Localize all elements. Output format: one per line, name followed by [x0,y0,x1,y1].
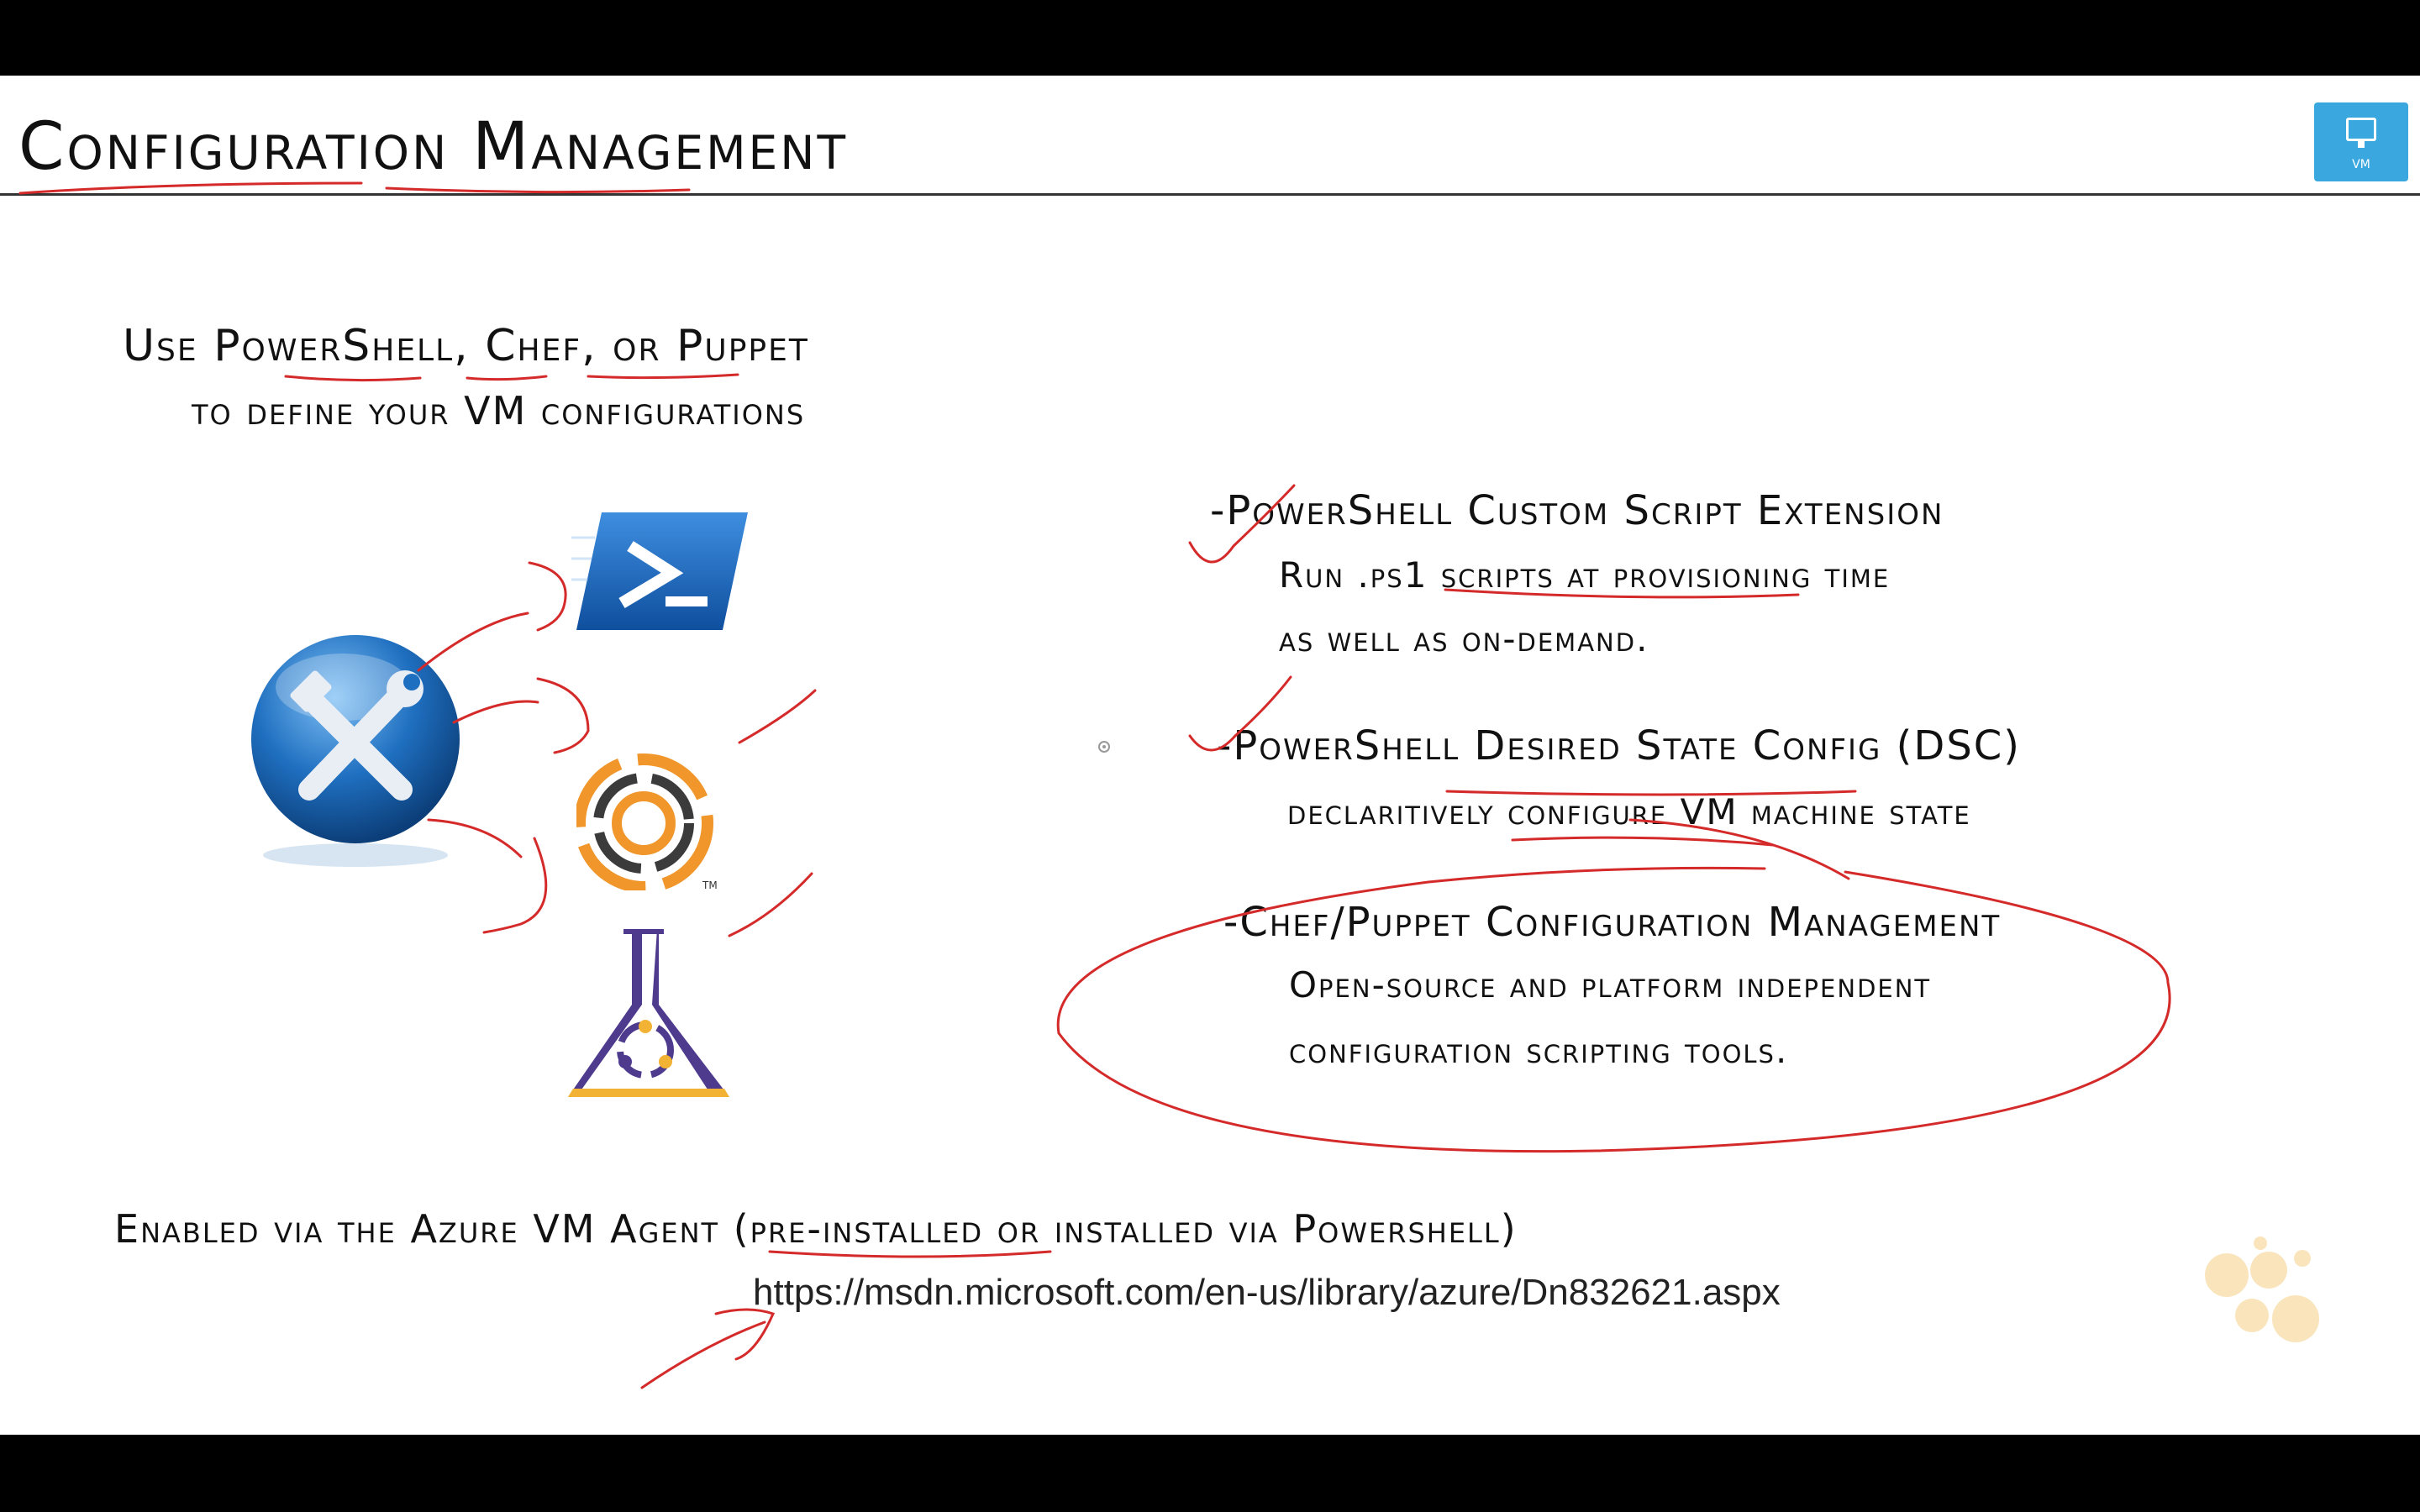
top-letterbox [0,0,2420,76]
powershell-icon [571,512,748,630]
puppet-icon [568,929,729,1097]
bullet-custom-script-line-2: as well as on-demand. [1279,618,1649,659]
bullet-custom-script-line-1: Run .ps1 scripts at provisioning time [1279,554,1891,596]
tools-icon [251,635,460,867]
bullet-custom-script: -PowerShell Custom Script Extension [1210,487,1944,534]
mouse-cursor-icon [1098,741,1110,753]
reference-link[interactable]: https://msdn.microsoft.com/en-us/library… [753,1272,1781,1313]
bullet-chef-puppet: -Chef/Puppet Configuration Management [1223,899,2002,946]
intro-line-2: to define your VM configurations [192,388,806,433]
enabled-via-note: Enabled via the Azure VM Agent (pre-inst… [114,1206,1518,1252]
bullet-chef-puppet-line-1: Open-source and platform independent [1289,964,1932,1005]
bottom-letterbox [0,1435,2420,1512]
watermark-logo-icon [2205,1236,2319,1342]
intro-line-1: Use PowerShell, Chef, or Puppet [123,321,809,371]
title-divider [0,193,2420,196]
chef-tm-mark: TM [702,879,718,890]
monitor-stand [2358,141,2365,148]
pen-annotations [18,181,2171,1389]
slide: Configuration Management VM Use PowerShe… [0,76,2420,1435]
bullet-dsc-line-1: declaritively configure VM machine state [1287,791,1971,832]
chef-icon: TM [576,753,718,890]
vm-badge-label: VM [2352,158,2370,171]
slide-title: Configuration Management [18,109,849,185]
vm-badge[interactable]: VM [2314,102,2408,181]
monitor-icon [2346,118,2376,141]
bullet-chef-puppet-line-2: configuration scripting tools. [1289,1030,1789,1071]
bullet-dsc: -PowerShell Desired State Config (DSC) [1217,722,2022,769]
